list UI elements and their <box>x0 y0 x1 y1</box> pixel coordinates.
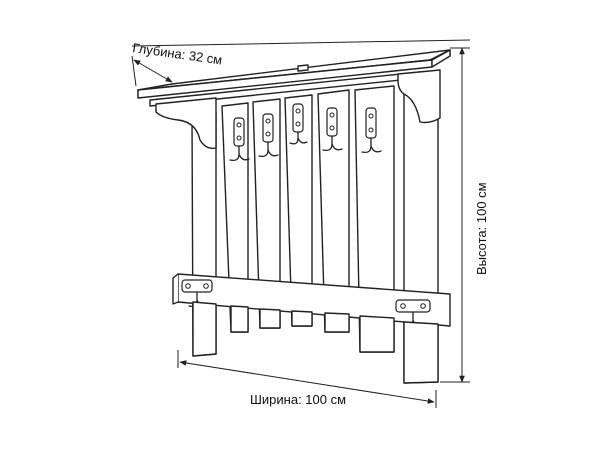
lower-rail <box>172 273 451 328</box>
shelf-bracket-left <box>155 97 217 150</box>
height-label: Высота: 100 см <box>474 182 489 275</box>
width-dimension: Ширина: 100 см <box>177 350 437 408</box>
shelf-bracket-right <box>397 69 441 124</box>
top-hook-icon <box>258 113 279 158</box>
width-label: Ширина: 100 см <box>250 392 346 407</box>
top-shelf <box>137 49 451 150</box>
height-dimension: Высота: 100 см <box>440 47 489 383</box>
top-hook-icon <box>289 103 308 145</box>
top-hooks <box>229 103 382 162</box>
top-hook-icon <box>322 107 343 152</box>
top-hook-icon <box>361 107 382 154</box>
top-hook-icon <box>229 117 250 162</box>
back-slats <box>191 81 439 384</box>
